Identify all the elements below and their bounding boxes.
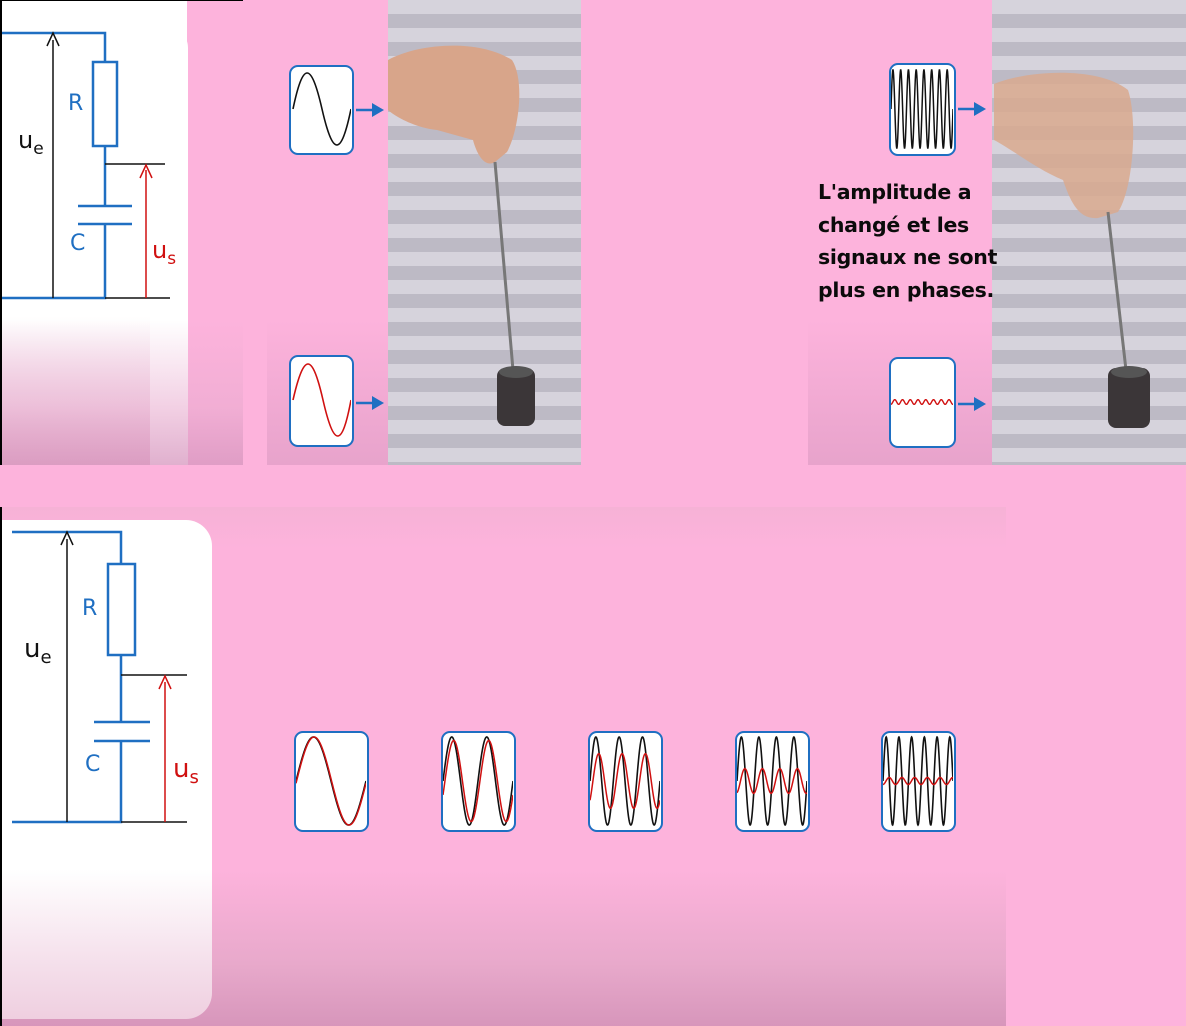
input-sine-wave [590, 736, 661, 826]
panel-fade-top-left [0, 320, 243, 465]
input-voltage-arrow [46, 31, 60, 298]
annotation-line: L'amplitude a [818, 180, 972, 204]
input-sine-wave [737, 735, 808, 827]
capacitor-label: C [70, 231, 85, 256]
capacitor-label: C [85, 752, 100, 777]
input-voltage-subscript: e [40, 647, 51, 668]
pendulum-photo-blurred [994, 72, 1150, 428]
output-voltage-label: us [173, 754, 199, 788]
video-frame-high-frequency [808, 0, 1186, 465]
output-voltage-arrow [158, 674, 172, 822]
sweep-wave-5 [883, 735, 954, 827]
input-signal-wave-high-frequency [891, 69, 954, 149]
sweep-wave-1 [296, 736, 367, 826]
signal-box-3 [588, 731, 663, 832]
arrow-right-icon [958, 102, 986, 116]
input-signal-box-high-frequency [889, 63, 956, 156]
hand-image [994, 72, 1134, 219]
output-voltage-symbol: u [173, 754, 189, 784]
sine-wave-black [292, 72, 352, 146]
output-sine-wave [296, 736, 367, 826]
sweep-wave-2 [443, 736, 514, 826]
rc-circuit-diagram-top: R C ue us [0, 31, 176, 300]
input-signal-box [289, 65, 354, 155]
annotation-line: changé et les [818, 212, 969, 237]
input-sine-wave [443, 736, 514, 826]
signal-box-2 [441, 731, 516, 832]
output-voltage-subscript: s [189, 767, 198, 788]
input-voltage-symbol: u [24, 634, 40, 664]
output-sine-wave [443, 739, 514, 823]
arrow-right-icon [356, 103, 384, 117]
pendulum-weight [497, 368, 535, 426]
resistor-label: R [68, 91, 83, 116]
circuit-wires [0, 31, 170, 300]
input-sine-wave [891, 69, 954, 149]
rc-circuit-diagram-bottom: R C ue us [12, 530, 199, 824]
pendulum-string [1106, 211, 1128, 371]
annotation-line: signaux ne sont [818, 245, 998, 269]
input-signal-wave [292, 72, 352, 146]
frame-edge [0, 0, 2, 465]
input-voltage-arrow [60, 530, 74, 822]
output-signal-wave-high-frequency [891, 398, 954, 406]
output-voltage-arrow [139, 163, 153, 298]
sine-wave-red [292, 363, 352, 437]
signal-box-1 [294, 731, 369, 832]
pendulum-weight [1108, 368, 1150, 428]
resistor-symbol [91, 60, 119, 148]
output-sine-wave [883, 776, 953, 786]
output-signal-box-high-frequency [889, 357, 956, 448]
arrow-right-icon [958, 397, 986, 411]
signal-box-5 [881, 731, 956, 832]
circuit-wires [12, 530, 187, 824]
annotation-text: L'amplitude a changé et les signaux ne s… [818, 176, 998, 306]
arrow-right-icon [356, 396, 384, 410]
frame-edge [0, 0, 243, 1]
output-voltage-subscript: s [167, 249, 176, 269]
input-voltage-label: ue [18, 126, 44, 159]
resistor-label: R [82, 596, 97, 621]
output-voltage-label: us [152, 236, 176, 269]
input-voltage-label: ue [24, 634, 52, 668]
output-sine-wave [891, 398, 954, 406]
signal-box-4 [735, 731, 810, 832]
pendulum-photo [388, 45, 535, 426]
input-sine-wave [883, 735, 954, 827]
annotation-line: plus en phases. [818, 277, 994, 302]
video-frame-low-frequency [267, 0, 581, 465]
frame-edge [0, 507, 2, 1026]
sweep-wave-4 [737, 735, 808, 827]
output-signal-wave [292, 363, 352, 437]
input-voltage-subscript: e [33, 139, 43, 159]
output-signal-box [289, 355, 354, 447]
hand-image [388, 45, 520, 164]
sweep-wave-3 [590, 736, 661, 826]
resistor-symbol [106, 562, 137, 657]
circuit-panel-bottom [0, 520, 212, 1019]
output-sine-wave [737, 767, 808, 795]
pendulum-string [493, 161, 515, 371]
output-voltage-symbol: u [152, 236, 167, 264]
output-sine-wave [590, 752, 661, 810]
input-voltage-symbol: u [18, 126, 33, 154]
